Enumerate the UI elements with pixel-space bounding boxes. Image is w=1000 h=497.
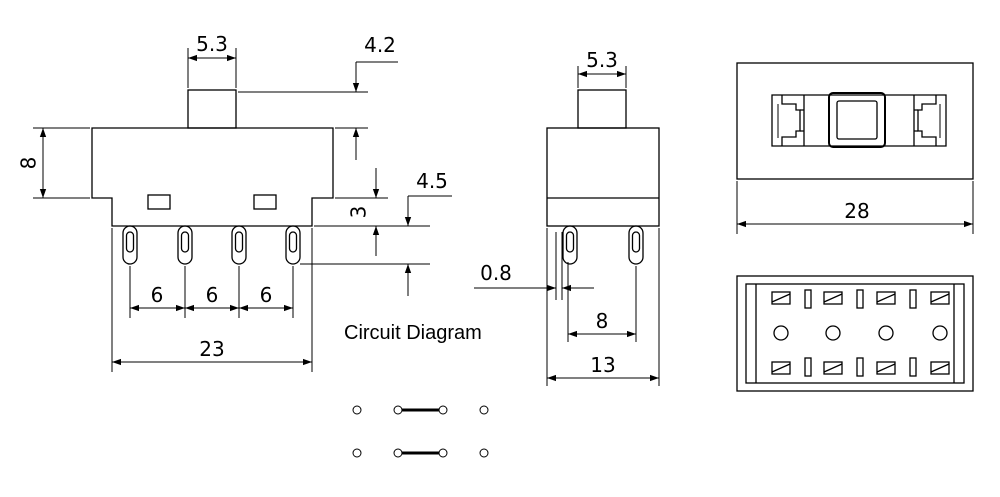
dim-side-body-width: 13 bbox=[546, 228, 660, 386]
dim-side-pin-thickness: 0.8 bbox=[474, 232, 594, 300]
dim-front-pitch: 6 6 6 bbox=[129, 266, 294, 318]
dim-label: 4.5 bbox=[416, 169, 448, 193]
dim-label: 13 bbox=[590, 353, 615, 377]
front-body bbox=[91, 127, 334, 227]
bottom-holes bbox=[773, 325, 948, 341]
dim-front-actuator-height: 4.2 bbox=[238, 33, 398, 160]
bottom-pads-top bbox=[771, 289, 950, 309]
dim-label: 5.3 bbox=[196, 32, 228, 56]
front-window-left bbox=[147, 194, 171, 210]
front-pins bbox=[122, 225, 301, 265]
dim-label: 28 bbox=[844, 199, 869, 223]
dim-label: 4.2 bbox=[364, 33, 396, 57]
dim-side-actuator-width: 5.3 bbox=[577, 48, 627, 88]
bottom-pads-bottom bbox=[771, 357, 950, 377]
dim-label: 6 bbox=[151, 283, 164, 307]
top-view: 28 bbox=[736, 62, 974, 234]
side-pins bbox=[562, 225, 644, 265]
dim-label: 6 bbox=[260, 283, 273, 307]
top-actuator bbox=[828, 92, 886, 148]
dim-label: 23 bbox=[199, 337, 224, 361]
bottom-body-outer bbox=[736, 275, 974, 392]
dim-label: 5.3 bbox=[586, 48, 618, 72]
dim-label: 3 bbox=[347, 206, 371, 219]
dim-front-overall-width: 23 bbox=[111, 228, 313, 372]
side-view: 5.3 0.8 8 13 bbox=[474, 48, 660, 386]
front-view: 5.3 4.2 8 3 bbox=[17, 32, 452, 372]
top-body bbox=[736, 62, 974, 180]
dim-top-overall-length: 28 bbox=[736, 181, 974, 234]
dim-front-body-height: 8 bbox=[17, 127, 90, 199]
front-actuator bbox=[187, 89, 237, 129]
dim-front-actuator-width: 5.3 bbox=[187, 32, 237, 88]
circuit-diagram-title: Circuit Diagram bbox=[344, 322, 482, 344]
dim-side-pin-spacing: 8 bbox=[567, 262, 637, 342]
circuit-diagram: Circuit Diagram bbox=[344, 322, 489, 458]
side-body bbox=[546, 127, 660, 227]
dim-front-pin-length: 4.5 bbox=[300, 169, 452, 296]
bottom-view bbox=[736, 275, 974, 392]
dim-label: 8 bbox=[17, 157, 41, 170]
dim-front-bottom-gap: 3 bbox=[314, 168, 430, 256]
side-actuator bbox=[577, 89, 627, 129]
dim-label: 8 bbox=[596, 309, 609, 333]
dim-label: 0.8 bbox=[480, 261, 512, 285]
dim-label: 6 bbox=[206, 283, 219, 307]
front-window-right bbox=[253, 194, 277, 210]
